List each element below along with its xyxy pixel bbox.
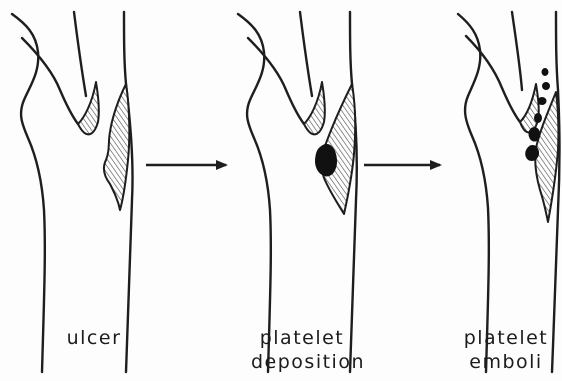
panel-platelet-emboli: platelet emboli	[458, 12, 560, 373]
caption-platelet: platelet	[464, 327, 549, 349]
caption-platelet: platelet	[260, 327, 345, 349]
embolus	[526, 146, 539, 161]
embolus	[542, 69, 548, 76]
platelet-thrombus	[315, 144, 336, 176]
artery-bifurcation	[238, 12, 357, 372]
caption-emboli: emboli	[469, 351, 542, 373]
crotch-plaque	[520, 84, 539, 132]
ulcerated-plaque	[104, 84, 129, 210]
embolus	[535, 114, 542, 123]
panel-platelet-deposition: platelet deposition	[238, 12, 365, 373]
panel-ulcer: ulcer	[12, 12, 133, 372]
embolus	[543, 83, 550, 90]
crotch-plaque	[304, 82, 325, 134]
embolus	[529, 128, 540, 141]
embolus	[538, 98, 546, 105]
artery-bifurcation	[12, 12, 133, 372]
crotch-plaque	[78, 82, 99, 134]
caption-ulcer: ulcer	[67, 327, 122, 349]
artery-bifurcation	[458, 12, 560, 372]
caption-deposition: deposition	[251, 351, 365, 373]
